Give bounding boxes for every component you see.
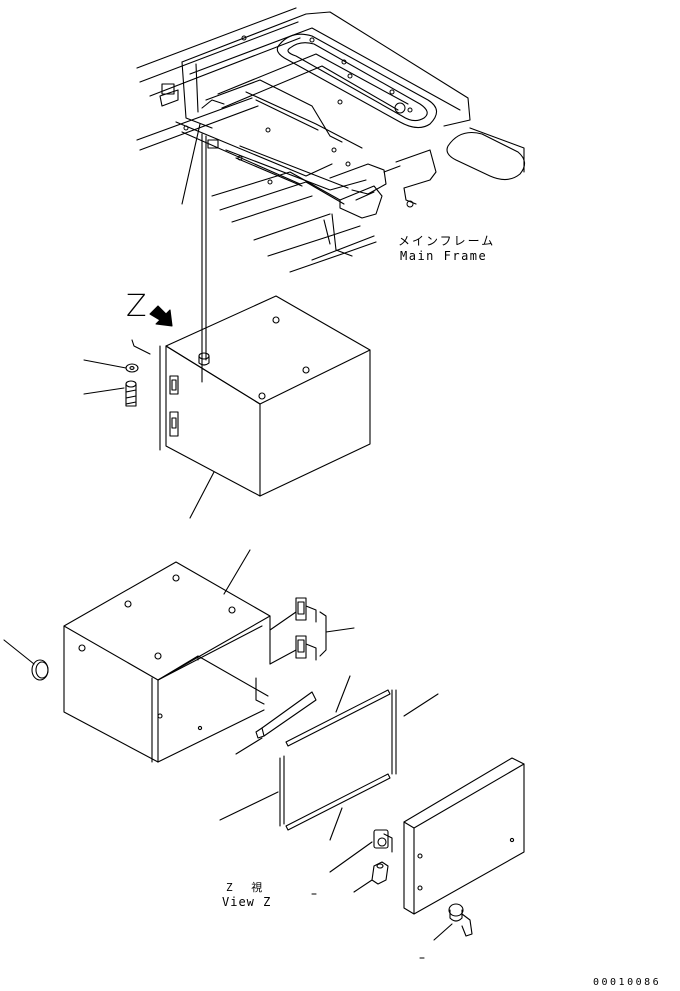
latches <box>269 597 355 665</box>
main-frame-label-jp: メインフレーム <box>398 234 496 248</box>
view-marker-label: Z <box>126 289 147 324</box>
view-z-label-jp: Z 視 <box>226 881 269 894</box>
main-frame <box>136 7 526 273</box>
door <box>403 757 525 915</box>
key <box>433 903 473 941</box>
frame-bolts <box>183 35 414 208</box>
seal-strips <box>219 675 439 841</box>
lower-box <box>3 549 271 763</box>
drawing-code: 00010086 <box>593 977 662 988</box>
view-z-label-en: View Z <box>222 895 272 909</box>
view-direction-arrow-icon <box>149 305 173 327</box>
main-frame-label-en: Main Frame <box>400 249 488 263</box>
upper-box <box>83 295 371 519</box>
handle <box>235 691 317 755</box>
lock <box>329 829 393 893</box>
